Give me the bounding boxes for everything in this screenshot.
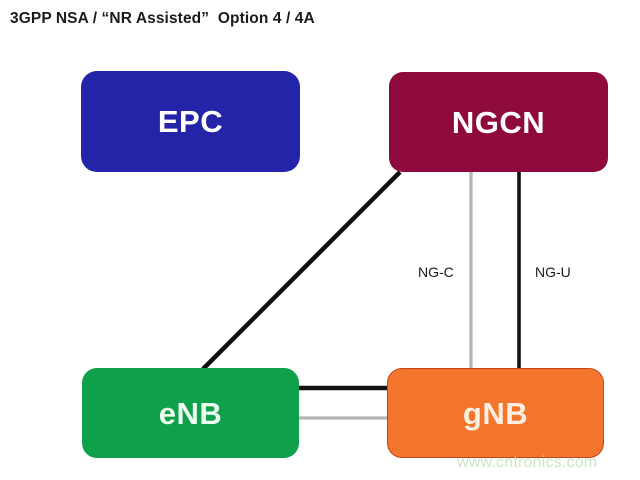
node-gnb-label: gNB	[462, 395, 529, 431]
node-ngcn-label: NGCN	[451, 104, 546, 140]
node-enb-label: eNB	[158, 395, 223, 431]
page-title: 3GPP NSA / “NR Assisted” Option 4 / 4A	[10, 10, 315, 27]
node-gnb[interactable]: gNB	[387, 368, 604, 458]
link-label-ng-u: NG-U	[535, 264, 571, 280]
watermark: www.cntronics.com	[457, 454, 598, 471]
link-ngcn-enb	[201, 170, 402, 371]
node-enb[interactable]: eNB	[82, 368, 299, 458]
link-label-ng-c: NG-C	[418, 264, 454, 280]
node-epc-label: EPC	[157, 104, 224, 139]
node-ngcn[interactable]: NGCN	[389, 72, 608, 172]
node-epc[interactable]: EPC	[81, 71, 300, 172]
